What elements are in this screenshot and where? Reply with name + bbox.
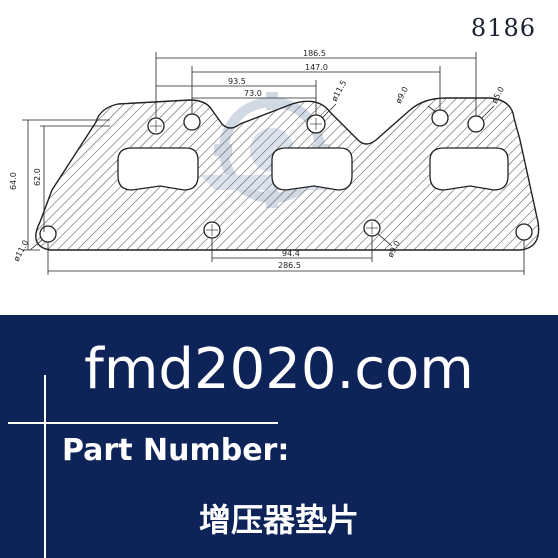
dimension-lines — [22, 52, 525, 275]
dim-hole-upper-mid: ø11.5 — [330, 79, 349, 103]
dim-overall-bottom: 286.5 — [278, 261, 301, 270]
divider-vertical — [44, 375, 46, 558]
dim-hole-upper-right-a: ø9.0 — [394, 85, 410, 105]
info-banner: fmd2020.com Part Number: 增压器垫片 — [0, 315, 558, 558]
bolt-hole — [515, 223, 533, 241]
bolt-hole — [39, 225, 57, 243]
dim-height-inner: 62.0 — [33, 168, 42, 186]
dim-height-outer: 64.0 — [9, 172, 18, 190]
port-middle — [271, 147, 353, 191]
port-left — [117, 147, 199, 191]
site-url: fmd2020.com — [84, 337, 474, 402]
gasket-diagram: 186.5 147.0 93.5 73.0 ø11.5 ø9.0 ø5.0 64… — [9, 49, 540, 275]
dim-mid-top: 93.5 — [228, 77, 246, 86]
part-code: 8186 — [470, 14, 536, 42]
gasket-drawing: 186.5 147.0 93.5 73.0 ø11.5 ø9.0 ø5.0 64… — [9, 14, 540, 275]
part-name: 增压器垫片 — [198, 501, 359, 539]
bolt-hole — [431, 109, 449, 127]
dim-bottom-span: 94.4 — [282, 249, 300, 258]
dim-hole-left: ø11.0 — [12, 239, 31, 263]
dim-mid-inner: 73.0 — [244, 89, 262, 98]
divider-horizontal — [8, 422, 278, 424]
bolt-hole — [467, 115, 485, 133]
part-number-label: Part Number: — [62, 433, 290, 468]
port-right — [429, 147, 509, 191]
dim-overall-top: 186.5 — [303, 49, 326, 58]
dim-inner-top: 147.0 — [305, 63, 328, 72]
bolt-hole — [183, 113, 201, 131]
